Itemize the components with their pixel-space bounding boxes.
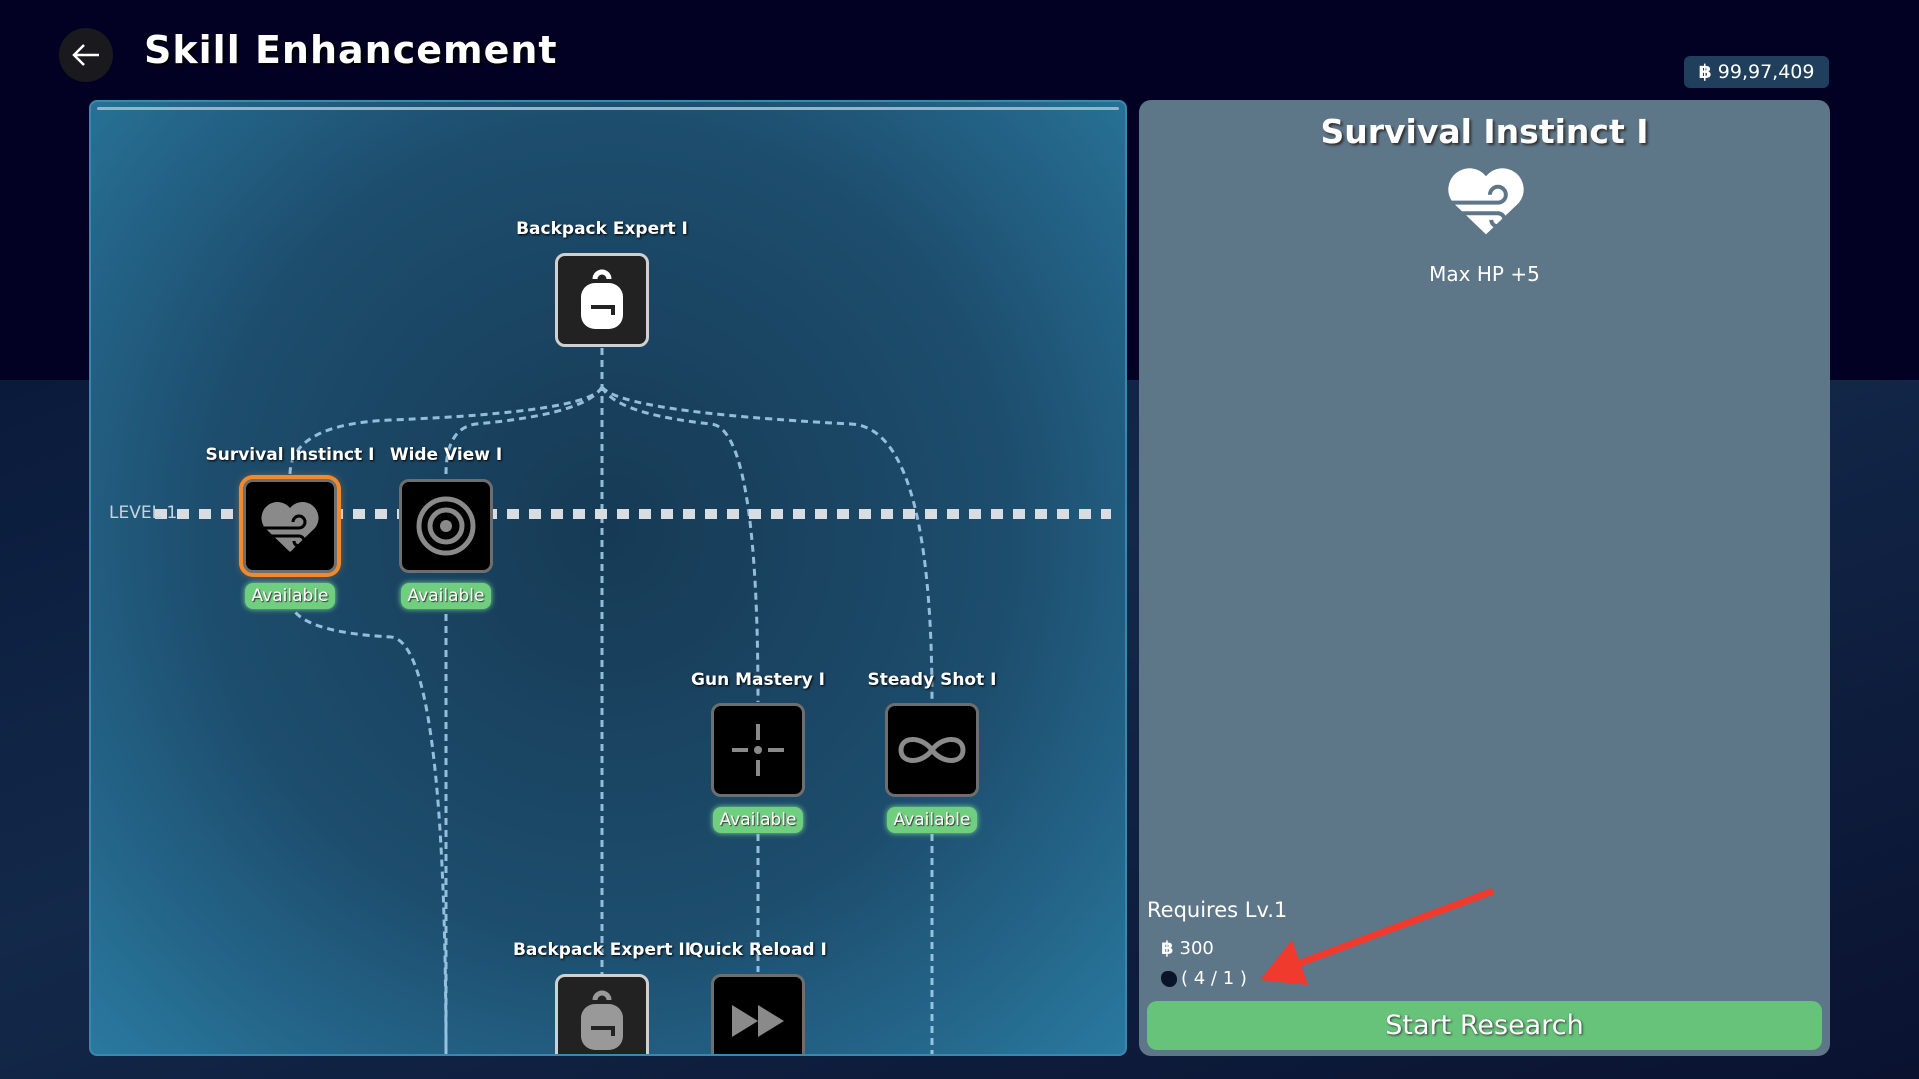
status-badge: Available [887,807,977,833]
required-item: ( 4 / 1 ) [1161,968,1247,989]
item-count: ( 4 / 1 ) [1181,968,1247,989]
heart-wind-icon [261,501,319,552]
heart-wind-icon [1448,168,1524,235]
research-cost: ฿ 300 [1161,938,1214,959]
baht-icon: ฿ [1161,938,1174,959]
crosshair-icon [732,724,784,776]
level-label: LEVEL 1 [109,503,178,523]
skill-node-steady-shot-1[interactable] [885,703,979,797]
node-label: Gun Mastery I [691,670,825,690]
skill-node-backpack-expert-1[interactable] [555,253,649,347]
infinity-icon [898,737,966,763]
skill-node-gun-mastery-1[interactable] [711,703,805,797]
currency-badge: ฿ 99,97,409 [1684,56,1829,88]
skill-node-wide-view-1[interactable] [399,479,493,573]
ore-icon [1161,970,1177,987]
status-badge: Available [713,807,803,833]
page-title: Skill Enhancement [144,28,558,72]
skill-effect: Max HP +5 [1429,262,1540,286]
cost-amount: 300 [1179,938,1214,959]
currency-amount: 99,97,409 [1717,61,1815,83]
back-button[interactable] [59,28,113,82]
status-badge: Available [245,583,335,609]
skill-tree-panel[interactable]: LEVEL 1 Backpack Expert I Survival Insti… [89,100,1127,1056]
start-research-button[interactable]: Start Research [1147,1001,1822,1050]
detail-title: Survival Instinct I [1320,112,1649,151]
arrow-left-icon [72,44,99,66]
node-label: Backpack Expert II [512,940,692,960]
fast-forward-icon [732,1005,784,1037]
requirement-level: Requires Lv.1 [1147,898,1288,922]
skill-node-quick-reload-1[interactable] [711,974,805,1054]
node-label: Wide View I [389,445,503,465]
backpack-icon [581,269,623,329]
target-icon [416,496,476,556]
skill-node-survival-instinct-1[interactable] [243,479,337,573]
backpack-icon [581,990,623,1050]
baht-icon: ฿ [1698,61,1712,83]
node-label: Survival Instinct I [205,445,375,465]
node-label: Backpack Expert I [516,219,688,239]
node-label: Steady Shot I [867,670,997,690]
node-label: Quick Reload I [689,940,827,960]
status-badge: Available [401,583,491,609]
skill-node-backpack-expert-2[interactable] [555,974,649,1054]
